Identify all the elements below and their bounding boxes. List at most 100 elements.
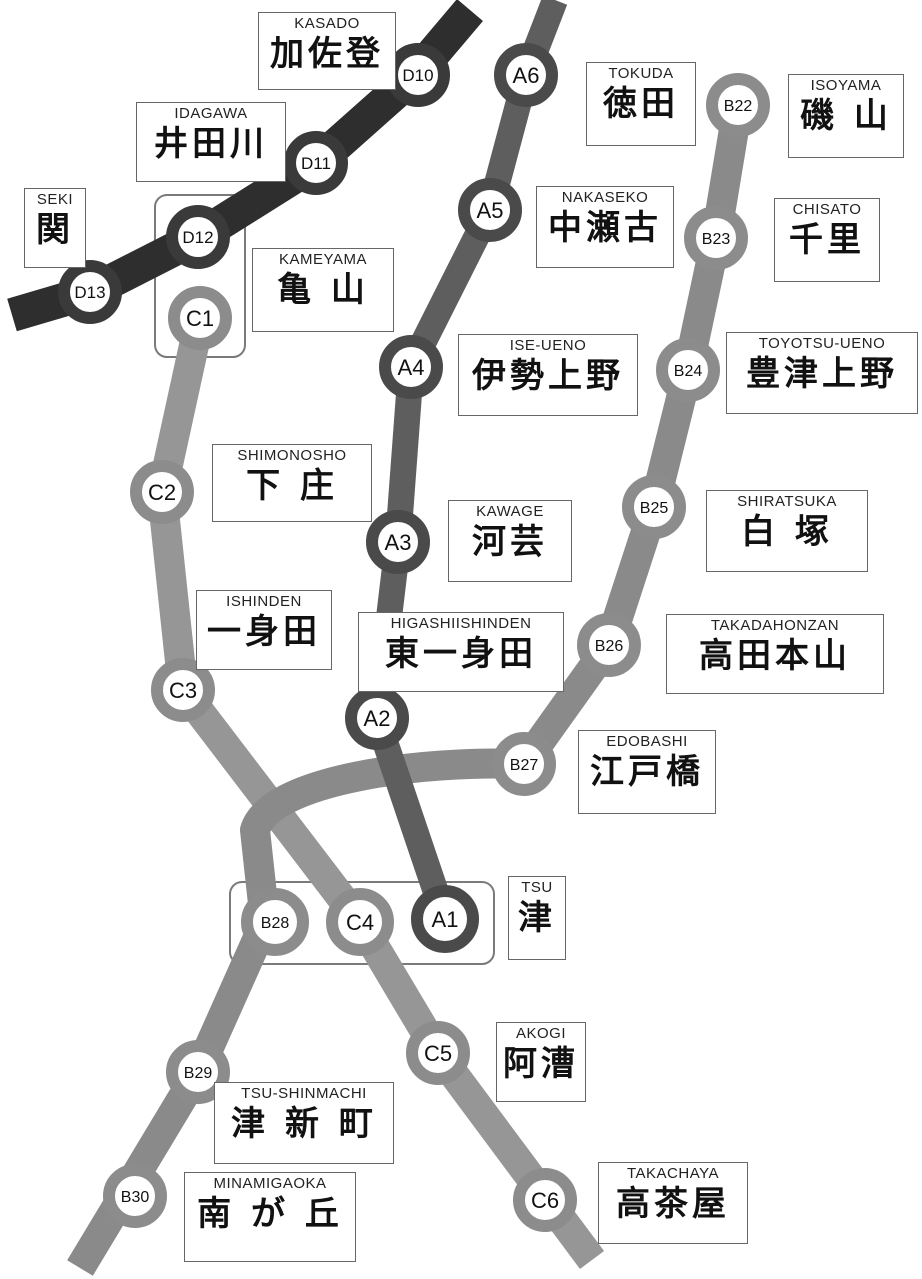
label-toyotsu-ueno: TOYOTSU-UENO 豊津上野 bbox=[726, 332, 918, 414]
station-code: B28 bbox=[261, 915, 290, 932]
label-ise-ueno: ISE-UENO 伊勢上野 bbox=[458, 334, 638, 416]
station-code: C5 bbox=[424, 1041, 452, 1066]
station-C2[interactable]: C2 bbox=[130, 460, 194, 524]
station-code: D12 bbox=[182, 228, 213, 247]
station-B26[interactable]: B26 bbox=[577, 613, 641, 677]
station-marker bbox=[577, 613, 641, 677]
station-C1[interactable]: C1 bbox=[168, 286, 232, 350]
label-jp: 千里 bbox=[789, 220, 865, 260]
label-en: ISHINDEN bbox=[226, 593, 302, 610]
station-A2[interactable]: A2 bbox=[345, 686, 409, 750]
station-A1[interactable]: A1 bbox=[411, 885, 479, 953]
station-code: C4 bbox=[346, 910, 374, 935]
label-jp: 南 が 丘 bbox=[197, 1194, 343, 1234]
label-jp: 関 bbox=[36, 210, 74, 250]
station-C3[interactable]: C3 bbox=[151, 658, 215, 722]
station-B24[interactable]: B24 bbox=[656, 338, 720, 402]
station-marker bbox=[406, 1021, 470, 1085]
label-edobashi: EDOBASHI 江戸橋 bbox=[578, 730, 716, 814]
station-D12[interactable]: D12 bbox=[166, 205, 230, 269]
station-marker bbox=[103, 1164, 167, 1228]
label-en: TSU-SHINMACHI bbox=[241, 1085, 367, 1102]
label-jp: 加佐登 bbox=[270, 34, 384, 74]
label-tsu-shinmachi: TSU-SHINMACHI 津 新 町 bbox=[214, 1082, 394, 1164]
station-C4[interactable]: C4 bbox=[326, 888, 394, 956]
station-B27[interactable]: B27 bbox=[492, 732, 556, 796]
label-takadahonzan: TAKADAHONZAN 高田本山 bbox=[666, 614, 884, 694]
station-marker bbox=[130, 460, 194, 524]
label-shimonosho: SHIMONOSHO 下 庄 bbox=[212, 444, 372, 522]
label-jp: 徳田 bbox=[603, 84, 679, 124]
label-en: MINAMIGAOKA bbox=[213, 1175, 327, 1192]
station-marker bbox=[326, 888, 394, 956]
label-en: TOKUDA bbox=[608, 65, 674, 82]
station-A5[interactable]: A5 bbox=[458, 178, 522, 242]
label-en: TOYOTSU-UENO bbox=[758, 335, 886, 352]
station-B25[interactable]: B25 bbox=[622, 475, 686, 539]
station-marker bbox=[492, 732, 556, 796]
label-minamigaoka: MINAMIGAOKA 南 が 丘 bbox=[184, 1172, 356, 1262]
station-C6[interactable]: C6 bbox=[513, 1168, 577, 1232]
label-en: SHIRATSUKA bbox=[737, 493, 837, 510]
station-marker bbox=[241, 888, 309, 956]
label-tsu: TSU 津 bbox=[508, 876, 566, 960]
label-chisato: CHISATO 千里 bbox=[774, 198, 880, 282]
label-jp: 下 庄 bbox=[246, 466, 338, 506]
label-en: TAKACHAYA bbox=[626, 1165, 720, 1182]
label-en: ISOYAMA bbox=[810, 77, 882, 94]
station-B23[interactable]: B23 bbox=[684, 206, 748, 270]
label-kawage: KAWAGE 河芸 bbox=[448, 500, 572, 582]
station-marker bbox=[706, 73, 770, 137]
label-en: SHIMONOSHO bbox=[237, 447, 347, 464]
station-C5[interactable]: C5 bbox=[406, 1021, 470, 1085]
station-code: B25 bbox=[640, 500, 669, 517]
label-jp: 一身田 bbox=[207, 612, 321, 652]
station-code: C1 bbox=[186, 306, 214, 331]
station-D13[interactable]: D13 bbox=[58, 260, 122, 324]
station-code: B24 bbox=[674, 363, 703, 380]
station-B28[interactable]: B28 bbox=[241, 888, 309, 956]
label-jp: 伊勢上野 bbox=[472, 356, 624, 396]
station-code: A3 bbox=[385, 530, 412, 555]
station-code: B23 bbox=[702, 231, 731, 248]
station-marker bbox=[168, 286, 232, 350]
station-B30[interactable]: B30 bbox=[103, 1164, 167, 1228]
label-kameyama: KAMEYAMA 亀 山 bbox=[252, 248, 394, 332]
station-marker bbox=[58, 260, 122, 324]
label-isoyama: ISOYAMA 磯 山 bbox=[788, 74, 904, 158]
station-marker bbox=[366, 510, 430, 574]
station-marker bbox=[513, 1168, 577, 1232]
station-code: D10 bbox=[402, 66, 433, 85]
label-shiratsuka: SHIRATSUKA 白 塚 bbox=[706, 490, 868, 572]
label-jp: 磯 山 bbox=[800, 96, 892, 136]
station-code: B30 bbox=[121, 1189, 150, 1206]
station-marker bbox=[622, 475, 686, 539]
label-seki: SEKI 関 bbox=[24, 188, 86, 268]
station-code: D11 bbox=[301, 154, 331, 173]
label-en: KASADO bbox=[294, 15, 360, 32]
label-en: ISE-UENO bbox=[509, 337, 587, 354]
station-marker bbox=[151, 658, 215, 722]
label-jp: 高茶屋 bbox=[616, 1184, 730, 1224]
station-code: A2 bbox=[364, 706, 391, 731]
station-A6[interactable]: A6 bbox=[494, 43, 558, 107]
station-A3[interactable]: A3 bbox=[366, 510, 430, 574]
station-code: A6 bbox=[513, 63, 540, 88]
station-B29[interactable]: B29 bbox=[166, 1040, 230, 1104]
station-A4[interactable]: A4 bbox=[379, 335, 443, 399]
station-B22[interactable]: B22 bbox=[706, 73, 770, 137]
station-code: A4 bbox=[398, 355, 425, 380]
label-jp: 江戸橋 bbox=[590, 752, 704, 792]
station-code: C6 bbox=[531, 1188, 559, 1213]
station-marker bbox=[166, 1040, 230, 1104]
station-D11[interactable]: D11 bbox=[284, 131, 348, 195]
station-marker bbox=[684, 206, 748, 270]
station-code: A1 bbox=[432, 907, 459, 932]
label-jp: 中瀬古 bbox=[548, 208, 662, 248]
station-code: B29 bbox=[184, 1065, 213, 1082]
station-D10[interactable]: D10 bbox=[386, 43, 450, 107]
label-akogi: AKOGI 阿漕 bbox=[496, 1022, 586, 1102]
label-jp: 東一身田 bbox=[385, 634, 537, 674]
station-code: A5 bbox=[477, 198, 504, 223]
